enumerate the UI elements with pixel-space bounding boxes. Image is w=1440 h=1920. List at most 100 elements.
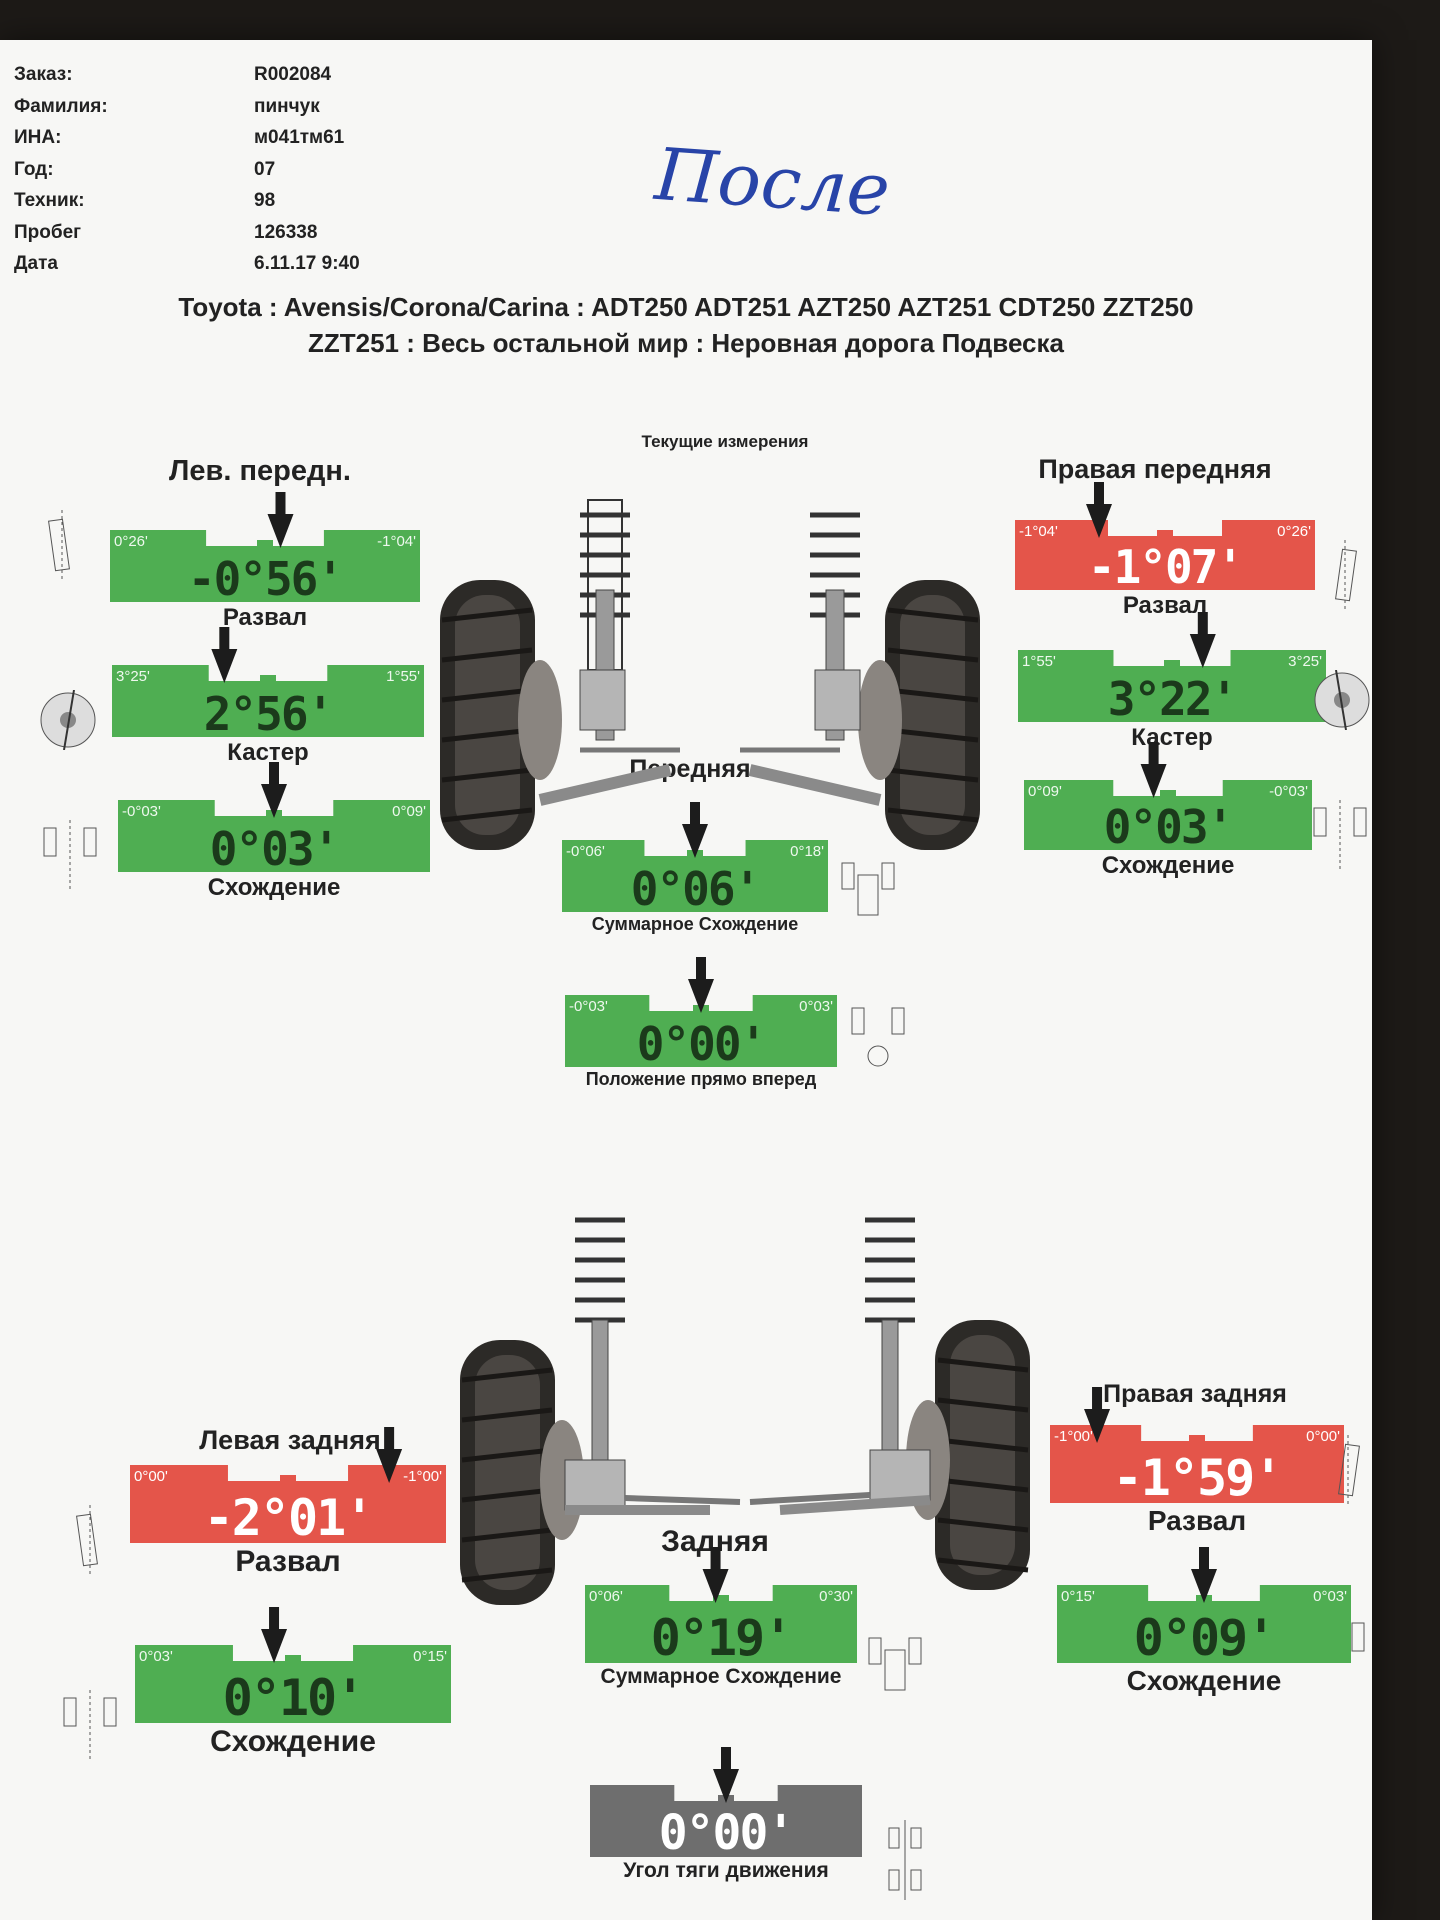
- gauge-bar: [1018, 650, 1326, 722]
- range-max: 3°25': [1288, 653, 1322, 670]
- camber-icon: [48, 510, 70, 580]
- lr-camber-gauge-shape: [130, 1427, 446, 1543]
- pointer-arrow: [713, 1747, 739, 1803]
- toe-icon: [1313, 800, 1367, 870]
- gauge-bar: [1024, 780, 1312, 850]
- measured-value: -1°07': [1087, 540, 1244, 594]
- gauge-bar: [112, 665, 424, 737]
- rear-suspension-illustration: [460, 1217, 1030, 1605]
- steer-ahead-gauge-shape: [565, 957, 837, 1067]
- pointer-arrow: [1191, 1547, 1217, 1603]
- steering-ahead-icon: [851, 1007, 905, 1067]
- range-max: 0°30': [819, 1588, 853, 1605]
- gauge-bar: [110, 530, 420, 602]
- thrust-angle-icon: [888, 1820, 922, 1900]
- pointer-arrow: [1084, 1387, 1111, 1443]
- gauge-label: Суммарное Схождение: [591, 914, 799, 934]
- measured-value: -0°56': [187, 552, 344, 606]
- pointer-arrow: [211, 627, 238, 683]
- order-value: R002084: [254, 64, 332, 85]
- date-key: Дата: [14, 253, 58, 274]
- thrust-gauge: 0°00'Угол тяги движения: [590, 1747, 862, 1882]
- surname-key: Фамилия:: [14, 95, 108, 117]
- plate-key: ИНА:: [14, 127, 62, 148]
- range-max: 1°55': [386, 668, 420, 685]
- range-min: -0°06': [566, 843, 605, 860]
- lf-caster-gauge: 3°25'1°55'2°56'Кастер: [112, 627, 424, 766]
- gauge-bar: [130, 1465, 446, 1543]
- measured-value: 0°00': [658, 1805, 796, 1861]
- order-key: Заказ:: [14, 64, 73, 85]
- right-rear-title: Правая задняя: [1103, 1380, 1287, 1408]
- vehicle-line-2: ZZT251 : Весь остальной мир : Неровная д…: [307, 328, 1064, 358]
- rr-toe-gauge: 0°15'0°03'0°09'Схождение: [1057, 1547, 1351, 1696]
- range-min: 0°09': [1028, 783, 1062, 800]
- rr-toe-gauge-shape: [1057, 1547, 1351, 1663]
- camber-icon: [76, 1505, 98, 1575]
- plate-value: м041тм61: [254, 127, 345, 148]
- gauge-bar: [585, 1585, 857, 1663]
- range-max: -0°03': [1269, 783, 1308, 800]
- handwritten-note: После: [652, 131, 893, 233]
- range-max: 0°15': [413, 1648, 447, 1665]
- pointer-arrow: [682, 802, 708, 858]
- gauge-bar: [565, 995, 837, 1067]
- year-key: Год:: [14, 158, 54, 180]
- gauge-label: Угол тяги движения: [623, 1859, 829, 1882]
- thrust-gauge-shape: [590, 1747, 862, 1857]
- rf-caster-gauge-shape: [1018, 612, 1326, 722]
- left-rear-title: Левая задняя: [199, 1425, 381, 1455]
- pointer-arrow: [688, 957, 714, 1013]
- pointer-arrow: [261, 1607, 288, 1663]
- measured-value: -2°01': [203, 1489, 375, 1547]
- range-min: 1°55': [1022, 653, 1056, 670]
- range-max: 0°26': [1277, 523, 1311, 540]
- front-suspension-illustration: [440, 499, 980, 850]
- gauge-label: Развал: [235, 1545, 341, 1578]
- gauge-label: Схождение: [1126, 1665, 1282, 1696]
- gauge-label: Развал: [1147, 1505, 1247, 1536]
- rf-toe-gauge: 0°09'-0°03'0°03'Схождение: [1024, 742, 1312, 879]
- gauge-bar: [1057, 1585, 1351, 1663]
- front-total-gauge: -0°06'0°18'0°06'Суммарное Схождение: [562, 802, 828, 934]
- measured-value: 0°09': [1133, 1609, 1277, 1667]
- tolerance-center-mark: [260, 675, 276, 681]
- pointer-arrow: [376, 1427, 403, 1483]
- range-max: -1°04': [377, 533, 416, 550]
- toe-icon: [43, 820, 97, 890]
- mileage-key: Пробег: [14, 221, 82, 243]
- rear-total-gauge-shape: [585, 1547, 857, 1663]
- technician-value: 98: [254, 190, 276, 211]
- range-max: 0°18': [790, 843, 824, 860]
- range-max: 0°09': [392, 803, 426, 820]
- rf-toe-gauge-shape: [1024, 742, 1312, 850]
- rf-camber-gauge-shape: [1015, 482, 1315, 590]
- range-max: 0°00': [1306, 1428, 1340, 1445]
- gauge-label: Развал: [1122, 592, 1208, 619]
- lf-camber-gauge: 0°26'-1°04'-0°56'Развал: [110, 492, 420, 631]
- gauge-label: Схождение: [207, 874, 341, 901]
- measured-value: 0°03': [1103, 800, 1234, 854]
- pointer-arrow: [1189, 612, 1216, 668]
- lf-caster-gauge-shape: [112, 627, 424, 737]
- surname-value: пинчук: [254, 95, 320, 117]
- tolerance-center-mark: [280, 1475, 296, 1481]
- date-value: 6.11.17 9:40: [254, 253, 360, 274]
- tolerance-center-mark: [1160, 790, 1176, 796]
- pointer-arrow: [702, 1547, 729, 1603]
- rr-camber-gauge: -1°00'0°00'-1°59'Развал: [1050, 1387, 1344, 1536]
- tolerance-center-mark: [713, 1595, 729, 1601]
- range-min: -0°03': [569, 998, 608, 1015]
- caster-icon: [40, 690, 96, 750]
- pointer-arrow: [1086, 482, 1112, 538]
- lr-toe-gauge-shape: [135, 1607, 451, 1723]
- range-min: 0°26': [114, 533, 148, 550]
- range-max: 0°03': [1313, 1588, 1347, 1605]
- range-min: 3°25': [116, 668, 150, 685]
- camber-icon: [1338, 1435, 1360, 1505]
- measured-value: 0°00': [636, 1017, 767, 1071]
- current-measurements-label: Текущие измерения: [641, 432, 809, 451]
- gauge-label: Положение прямо вперед: [585, 1069, 817, 1089]
- rf-caster-gauge: 1°55'3°25'3°22'Кастер: [1018, 612, 1326, 751]
- lf-camber-gauge-shape: [110, 492, 420, 602]
